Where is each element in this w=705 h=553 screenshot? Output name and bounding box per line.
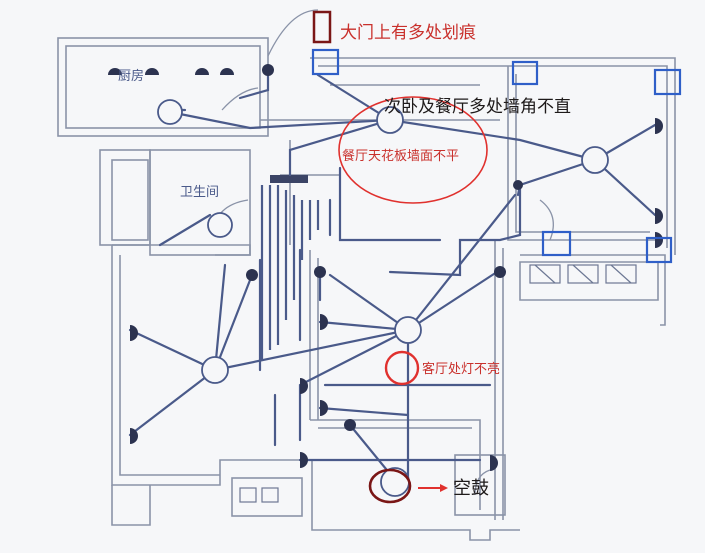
annotation-door-scratches: 大门上有多处划痕 (340, 23, 476, 43)
light-issue-circle (384, 350, 420, 386)
ceiling-issue-ellipse (338, 96, 488, 204)
annotation-hollow: 空鼓 (453, 478, 489, 499)
door-scratch-marker (312, 10, 332, 44)
annotation-wall-corners: 次卧及餐厅多处墙角不直 (384, 97, 571, 117)
balcony-hatching (239, 264, 637, 503)
corner-marker-4 (541, 230, 572, 257)
annotation-living-light: 客厅处灯不亮 (422, 361, 500, 377)
corner-marker-3 (653, 68, 682, 96)
room-label-kitchen: 厨房 (118, 68, 144, 84)
corner-markers (311, 48, 682, 264)
walls (57, 37, 676, 541)
room-label-bathroom: 卫生间 (180, 185, 219, 200)
corner-marker-1 (311, 48, 340, 76)
annotation-ceiling-uneven: 餐厅天花板墙面不平 (342, 148, 459, 164)
corner-marker-2 (511, 60, 539, 86)
corner-marker-5 (645, 236, 673, 264)
wall-sockets (108, 64, 663, 471)
door-arcs (211, 9, 554, 496)
hollow-arrow (418, 484, 448, 492)
hollow-issue-ellipse (368, 468, 412, 504)
ceiling-lights (157, 99, 609, 497)
pipe-stack (260, 175, 320, 360)
